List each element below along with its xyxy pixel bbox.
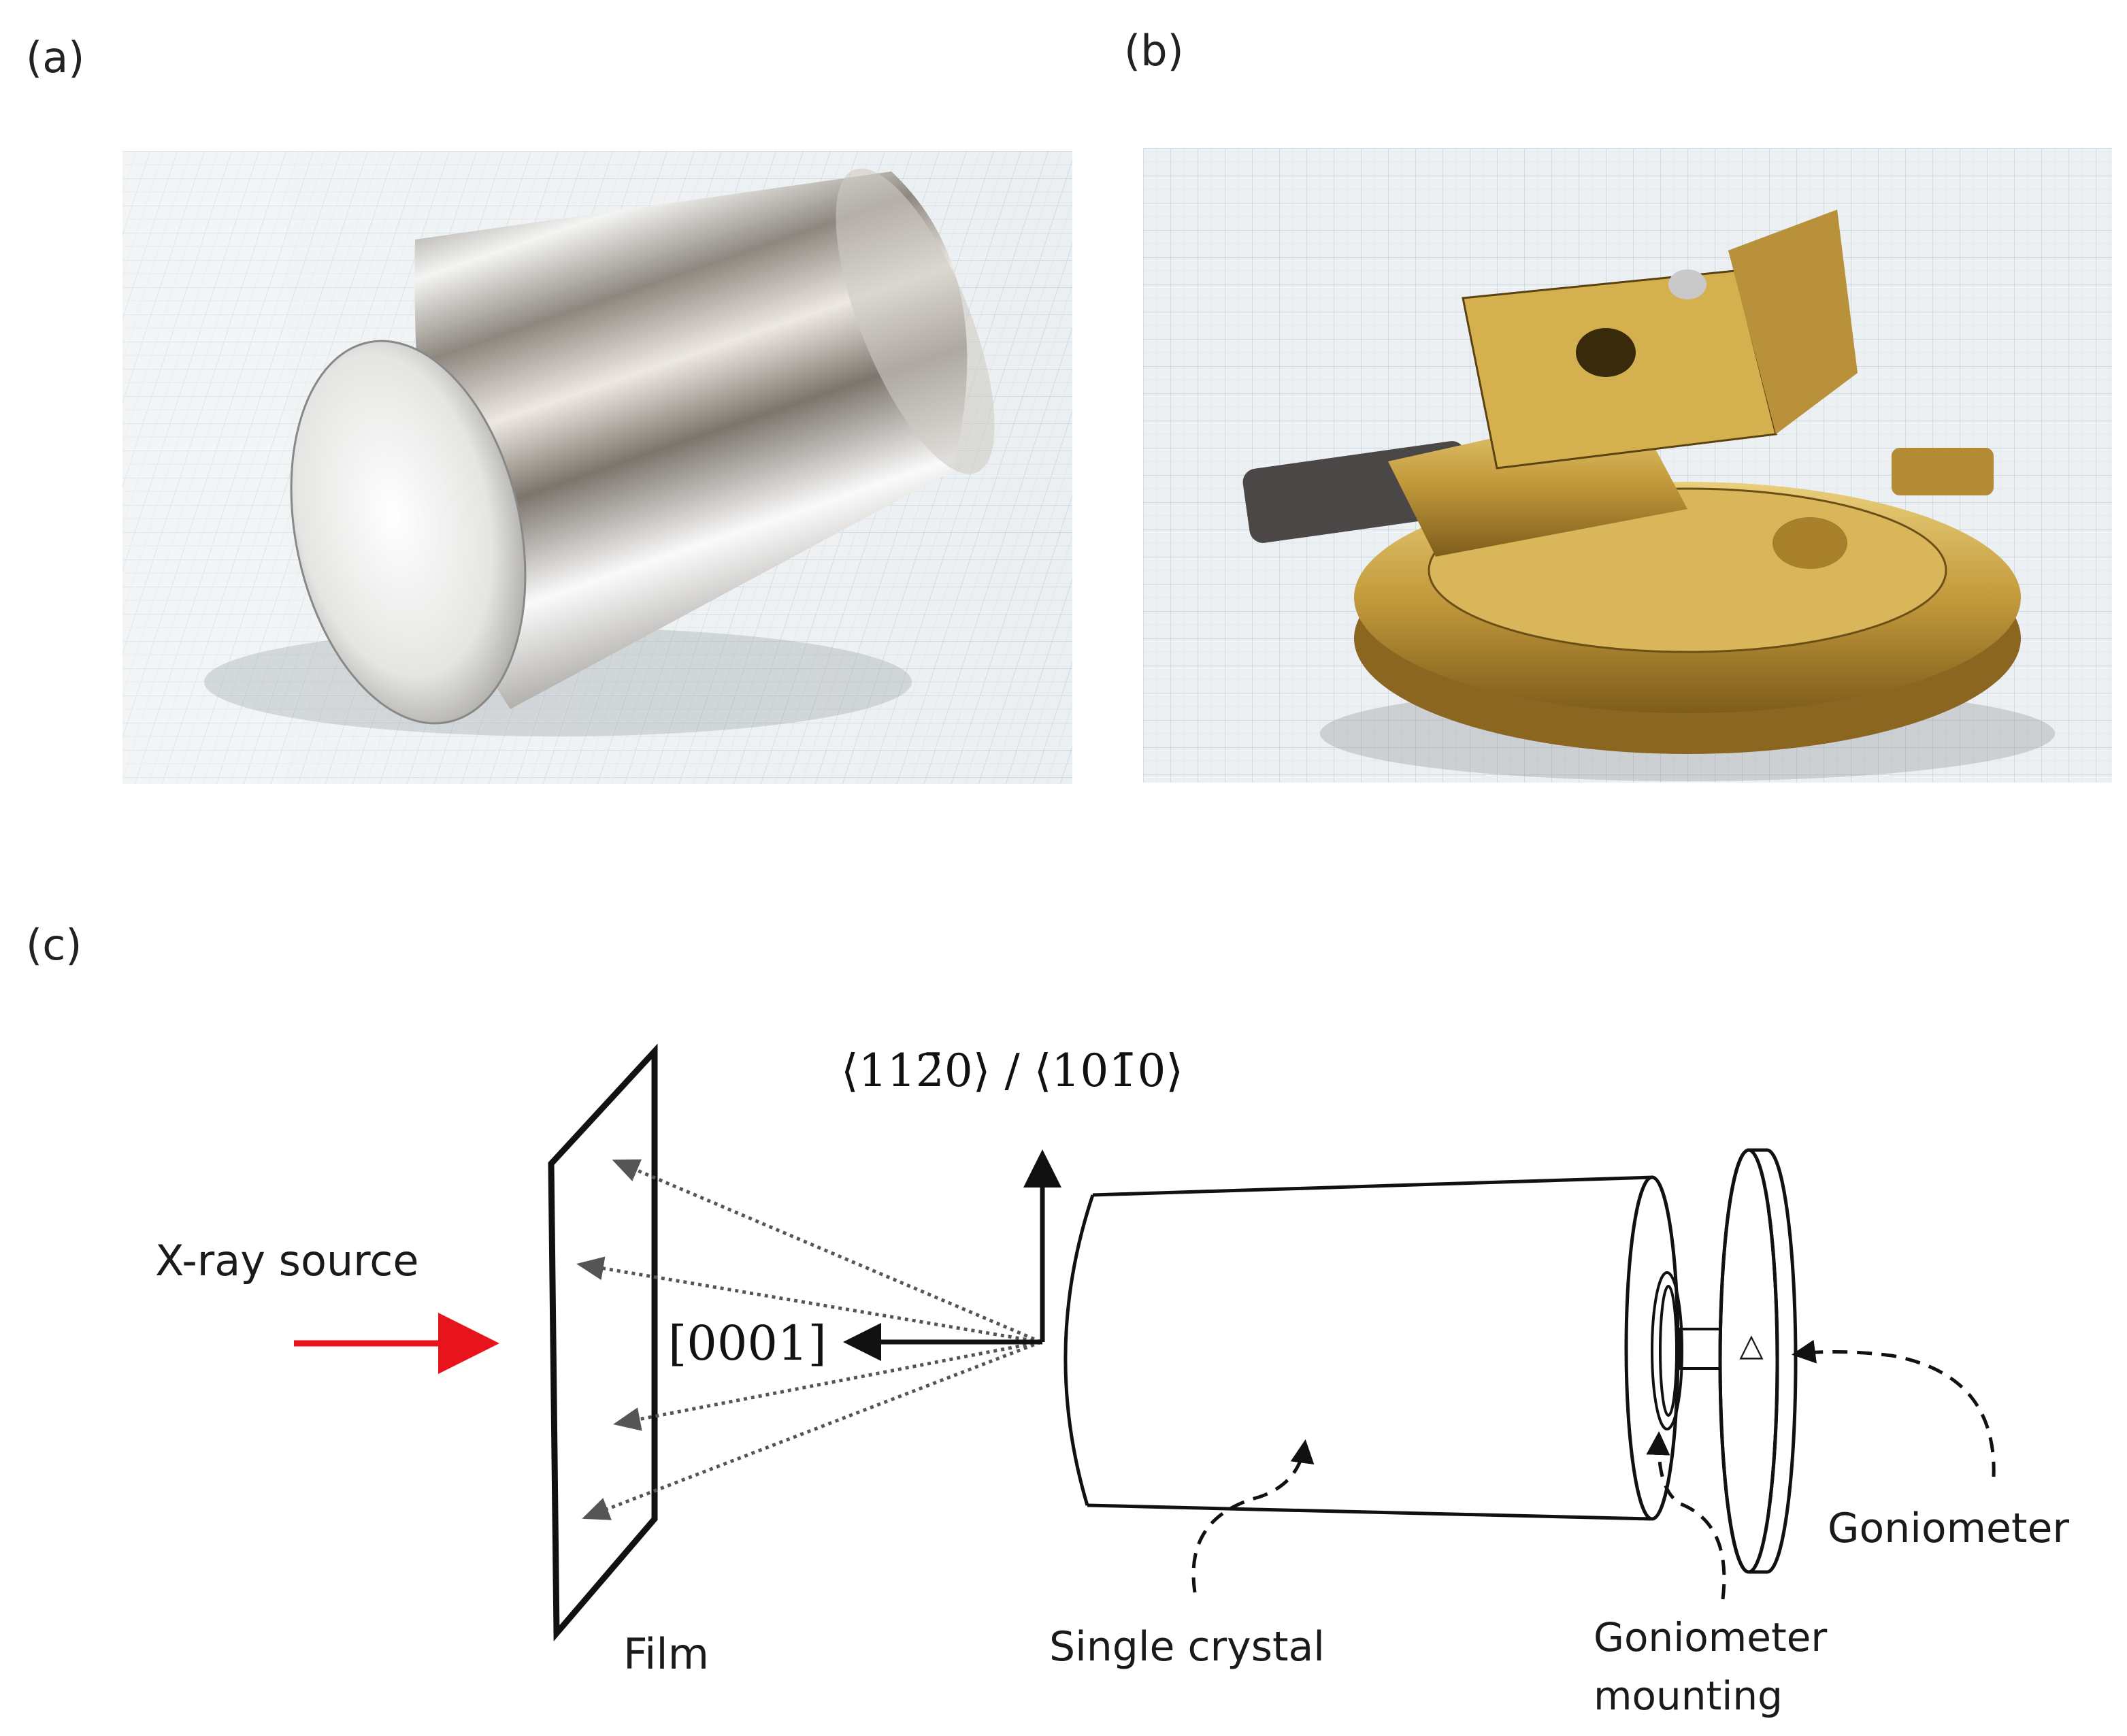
panel-label-c: (c) <box>26 920 82 970</box>
panel-label-b: (b) <box>1124 26 1184 76</box>
photo-goniometer <box>1143 148 2112 783</box>
goniometer-disc <box>1718 1148 1798 1574</box>
goniometer-mark: △ <box>1739 1326 1764 1363</box>
callout-arrows <box>1191 1339 1996 1600</box>
goniometer-mounting-label-2: mounting <box>1594 1673 1783 1719</box>
diffracted-rays <box>576 1159 1042 1520</box>
single-crystal-label: Single crystal <box>1049 1623 1325 1671</box>
photo-silver-cylinder <box>122 151 1072 784</box>
film-label: Film <box>623 1629 709 1679</box>
xray-source-label: X-ray source <box>155 1236 419 1285</box>
goniometer-mounting-label-1: Goniometer <box>1594 1614 1827 1660</box>
goniometer-label: Goniometer <box>1828 1505 2069 1552</box>
goniometer-mounting <box>1651 1271 1735 1430</box>
panel-label-a: (a) <box>26 33 85 82</box>
single-crystal-cylinder <box>1064 1175 1680 1521</box>
direction-label-beam: [0001] <box>668 1315 827 1371</box>
direction-label-top: ⟨112̄0⟩ / ⟨101̄0⟩ <box>841 1045 1183 1097</box>
film-plate <box>548 1043 658 1642</box>
